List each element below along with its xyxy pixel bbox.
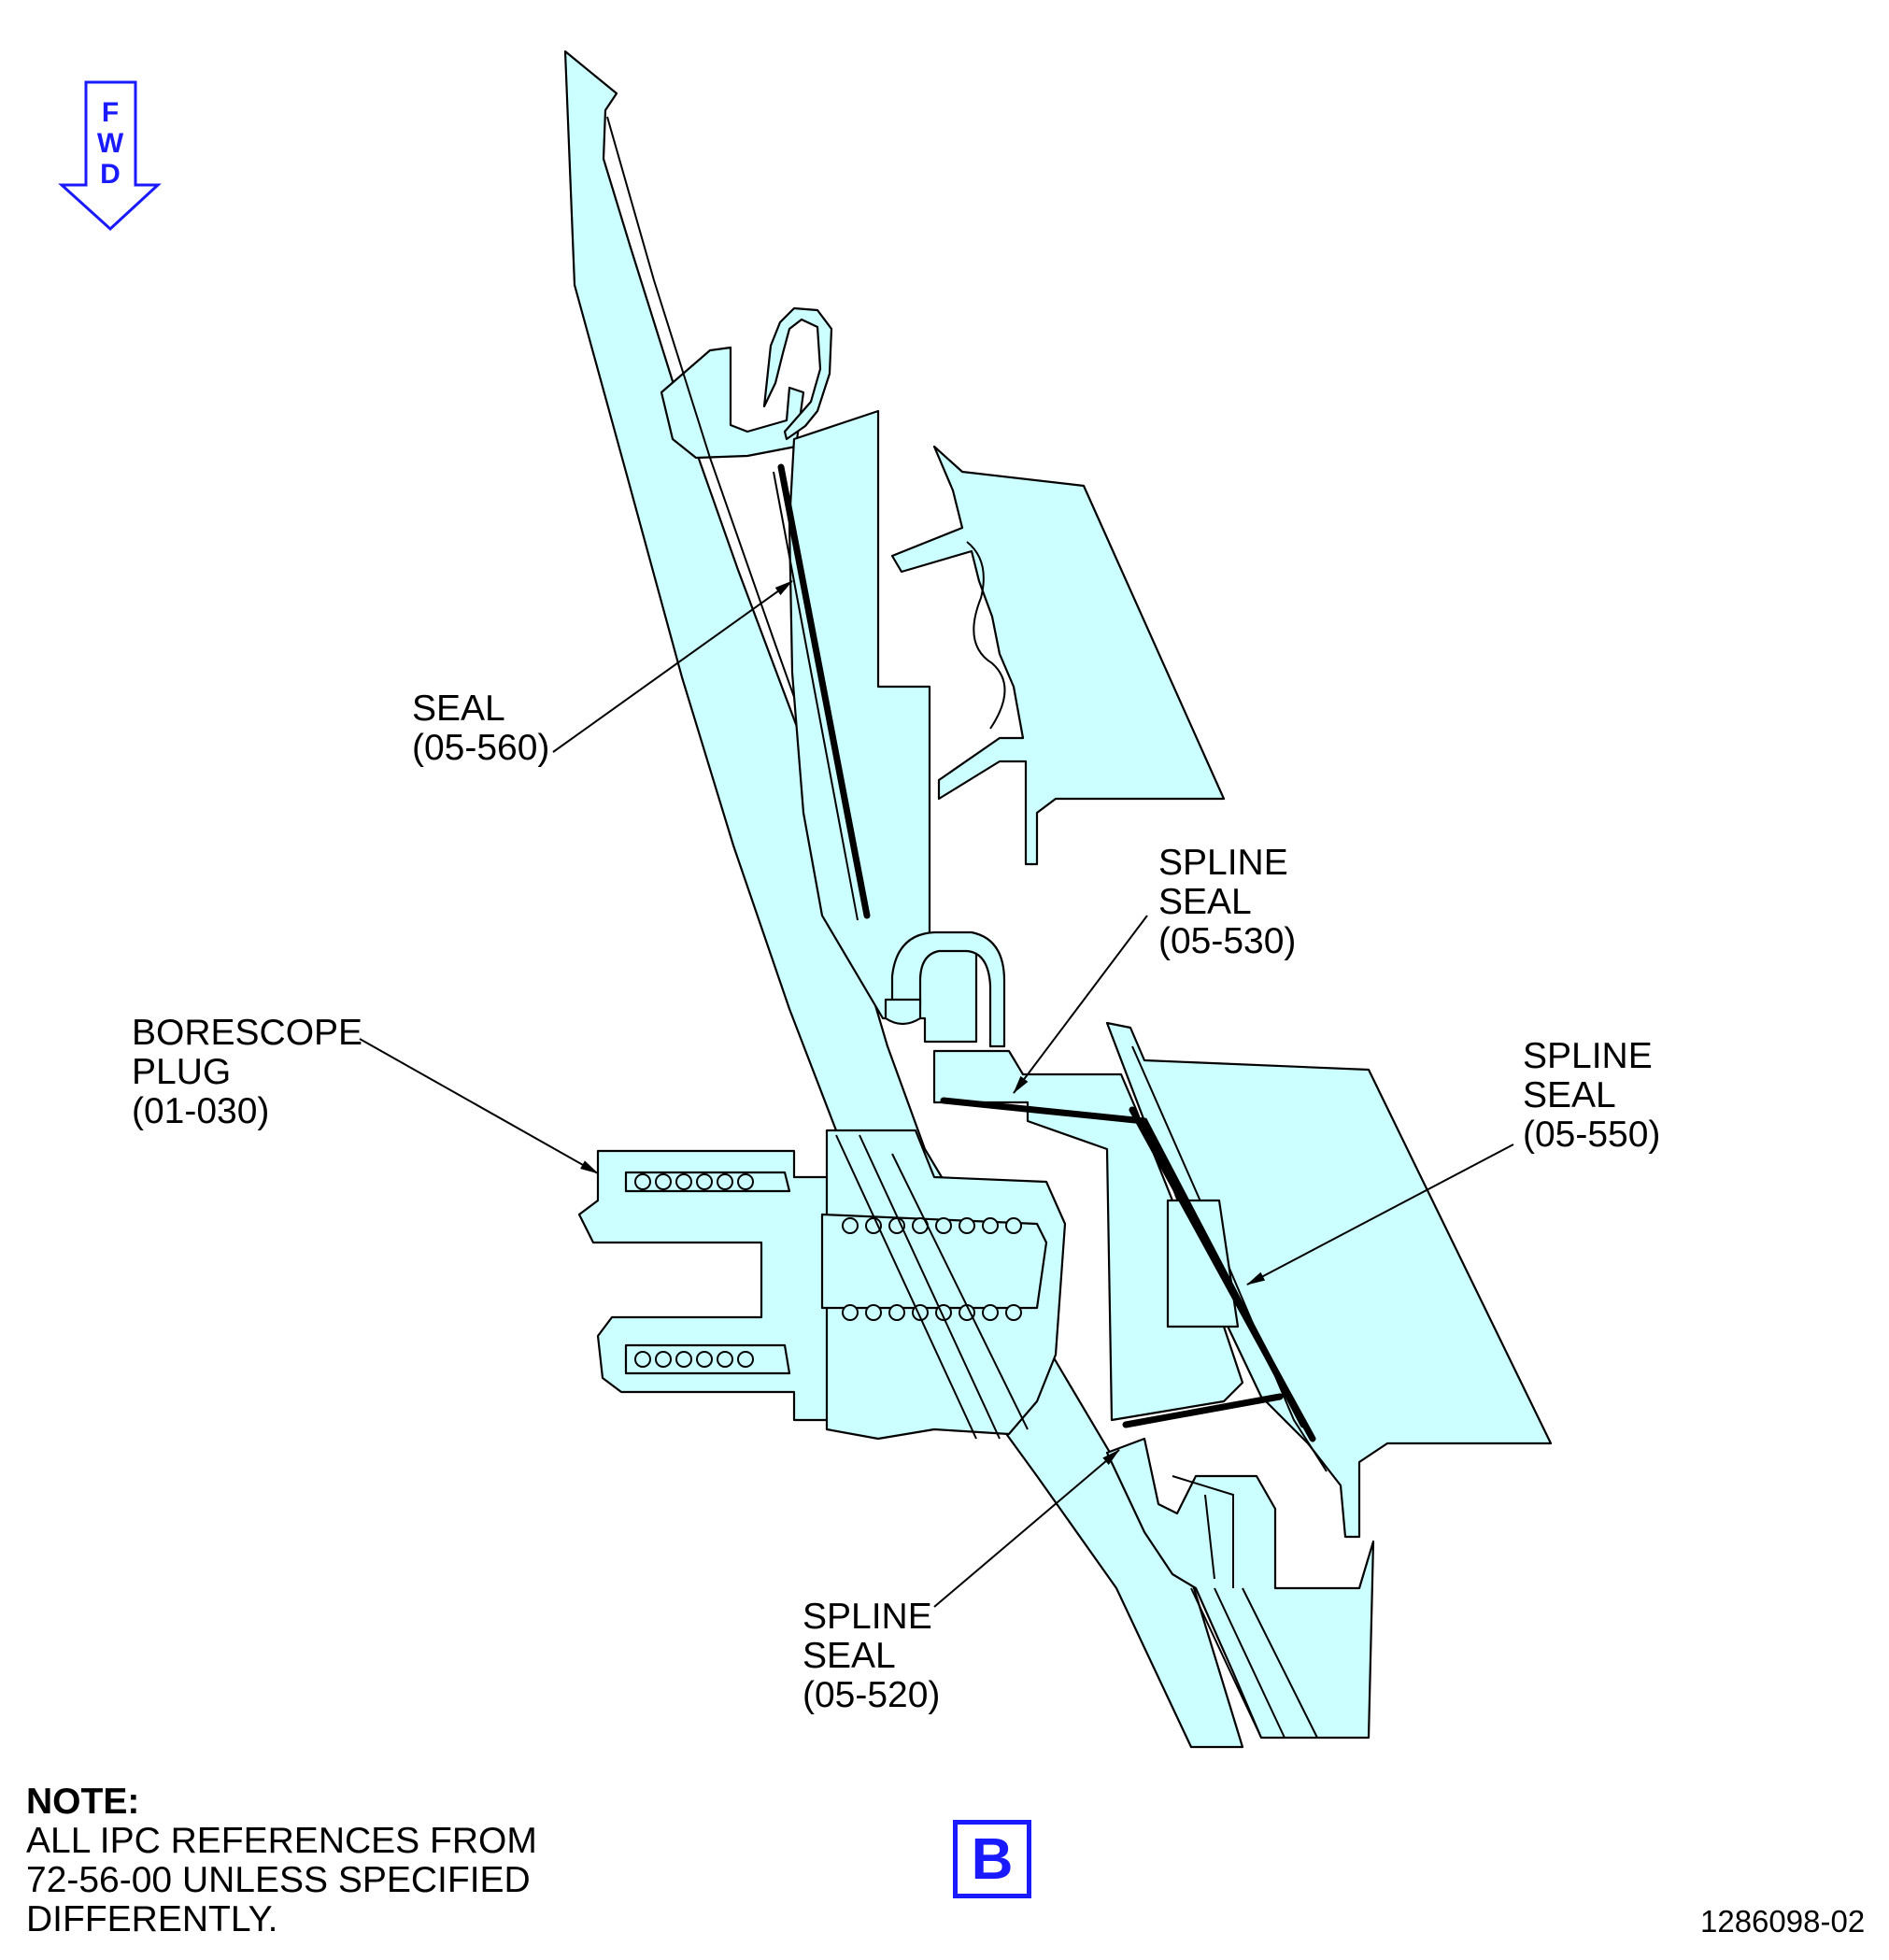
spline-seal-530-line2: SEAL bbox=[1158, 882, 1252, 922]
lower-hook-inner bbox=[1172, 1475, 1234, 1588]
spline-seal-530-line3: (05-530) bbox=[1158, 921, 1297, 961]
vane-box bbox=[1166, 1199, 1240, 1328]
blade-platform-upper bbox=[890, 445, 1226, 866]
borescope-plug-callout: BORESCOPE PLUG (01-030) bbox=[132, 1014, 362, 1131]
spline-seal-05-520-part bbox=[1122, 1393, 1284, 1428]
leader-borescope-plug bbox=[359, 1038, 599, 1174]
spline-seal-550-line2: SEAL bbox=[1523, 1075, 1616, 1115]
spline-seal-550-callout: SPLINE SEAL (05-550) bbox=[1523, 1037, 1660, 1155]
leader-spline-seal-550 bbox=[1246, 1143, 1514, 1285]
cooling-tube-elbow bbox=[890, 930, 1006, 1048]
spline-seal-05-550-part bbox=[1129, 1106, 1316, 1442]
spline-seal-530-callout: SPLINE SEAL (05-530) bbox=[1158, 844, 1296, 961]
seal-560-line1: SEAL bbox=[412, 689, 505, 729]
note-line2: 72-56-00 UNLESS SPECIFIED bbox=[26, 1860, 531, 1900]
spline-seal-520-line3: (05-520) bbox=[802, 1675, 941, 1715]
note-block: NOTE: ALL IPC REFERENCES FROM 72-56-00 U… bbox=[26, 1782, 537, 1939]
note-line1: ALL IPC REFERENCES FROM bbox=[26, 1821, 537, 1861]
seal-560-callout: SEAL (05-560) bbox=[412, 689, 549, 768]
borescope-plug-line1: BORESCOPE bbox=[132, 1013, 363, 1053]
spline-seal-530-line1: SPLINE bbox=[1158, 843, 1288, 883]
shroud-segment bbox=[788, 409, 978, 1044]
lower-channel-lines bbox=[1190, 1587, 1318, 1739]
spline-seal-550-line3: (05-550) bbox=[1523, 1115, 1661, 1155]
leader-seal-560 bbox=[552, 580, 793, 753]
seal-05-560-part bbox=[777, 463, 871, 919]
seal-05-560-outline bbox=[773, 471, 859, 921]
plug-spring-lower bbox=[842, 1304, 1022, 1321]
borescope-spring-upper bbox=[634, 1173, 754, 1190]
hook-clip bbox=[762, 306, 833, 441]
note-title: NOTE: bbox=[26, 1782, 140, 1822]
fwd-letter-f: F bbox=[102, 97, 119, 128]
fwd-arrow-icon: F W D bbox=[58, 80, 162, 232]
spline-seal-550-line1: SPLINE bbox=[1523, 1036, 1653, 1076]
view-label-box: B bbox=[953, 1820, 1031, 1898]
fwd-letter-w: W bbox=[97, 128, 124, 159]
borescope-plug-line2: PLUG bbox=[132, 1052, 232, 1092]
wave-seal-profile bbox=[966, 541, 1006, 730]
figure-id: 1286098-02 bbox=[1700, 1904, 1866, 1939]
view-label: B bbox=[971, 1826, 1014, 1892]
fwd-letter-d: D bbox=[100, 159, 121, 190]
leader-spline-seal-520 bbox=[933, 1449, 1120, 1608]
plug-diagonal-guide bbox=[835, 1134, 1029, 1440]
tube-cap bbox=[884, 998, 922, 1026]
casing-flange-lug bbox=[660, 346, 805, 460]
seal-560-line2: (05-560) bbox=[412, 728, 550, 768]
borescope-spring-lower bbox=[634, 1351, 754, 1368]
spline-seal-520-callout: SPLINE SEAL (05-520) bbox=[802, 1598, 940, 1715]
spline-seal-520-line2: SEAL bbox=[802, 1636, 896, 1676]
lower-hook-assembly bbox=[1105, 1437, 1375, 1740]
note-line3: DIFFERENTLY. bbox=[26, 1899, 278, 1939]
leader-spline-seal-530 bbox=[1013, 915, 1148, 1094]
borescope-plug-line3: (01-030) bbox=[132, 1091, 270, 1131]
spline-seal-520-line1: SPLINE bbox=[802, 1597, 932, 1637]
plug-stem bbox=[820, 1213, 1048, 1310]
